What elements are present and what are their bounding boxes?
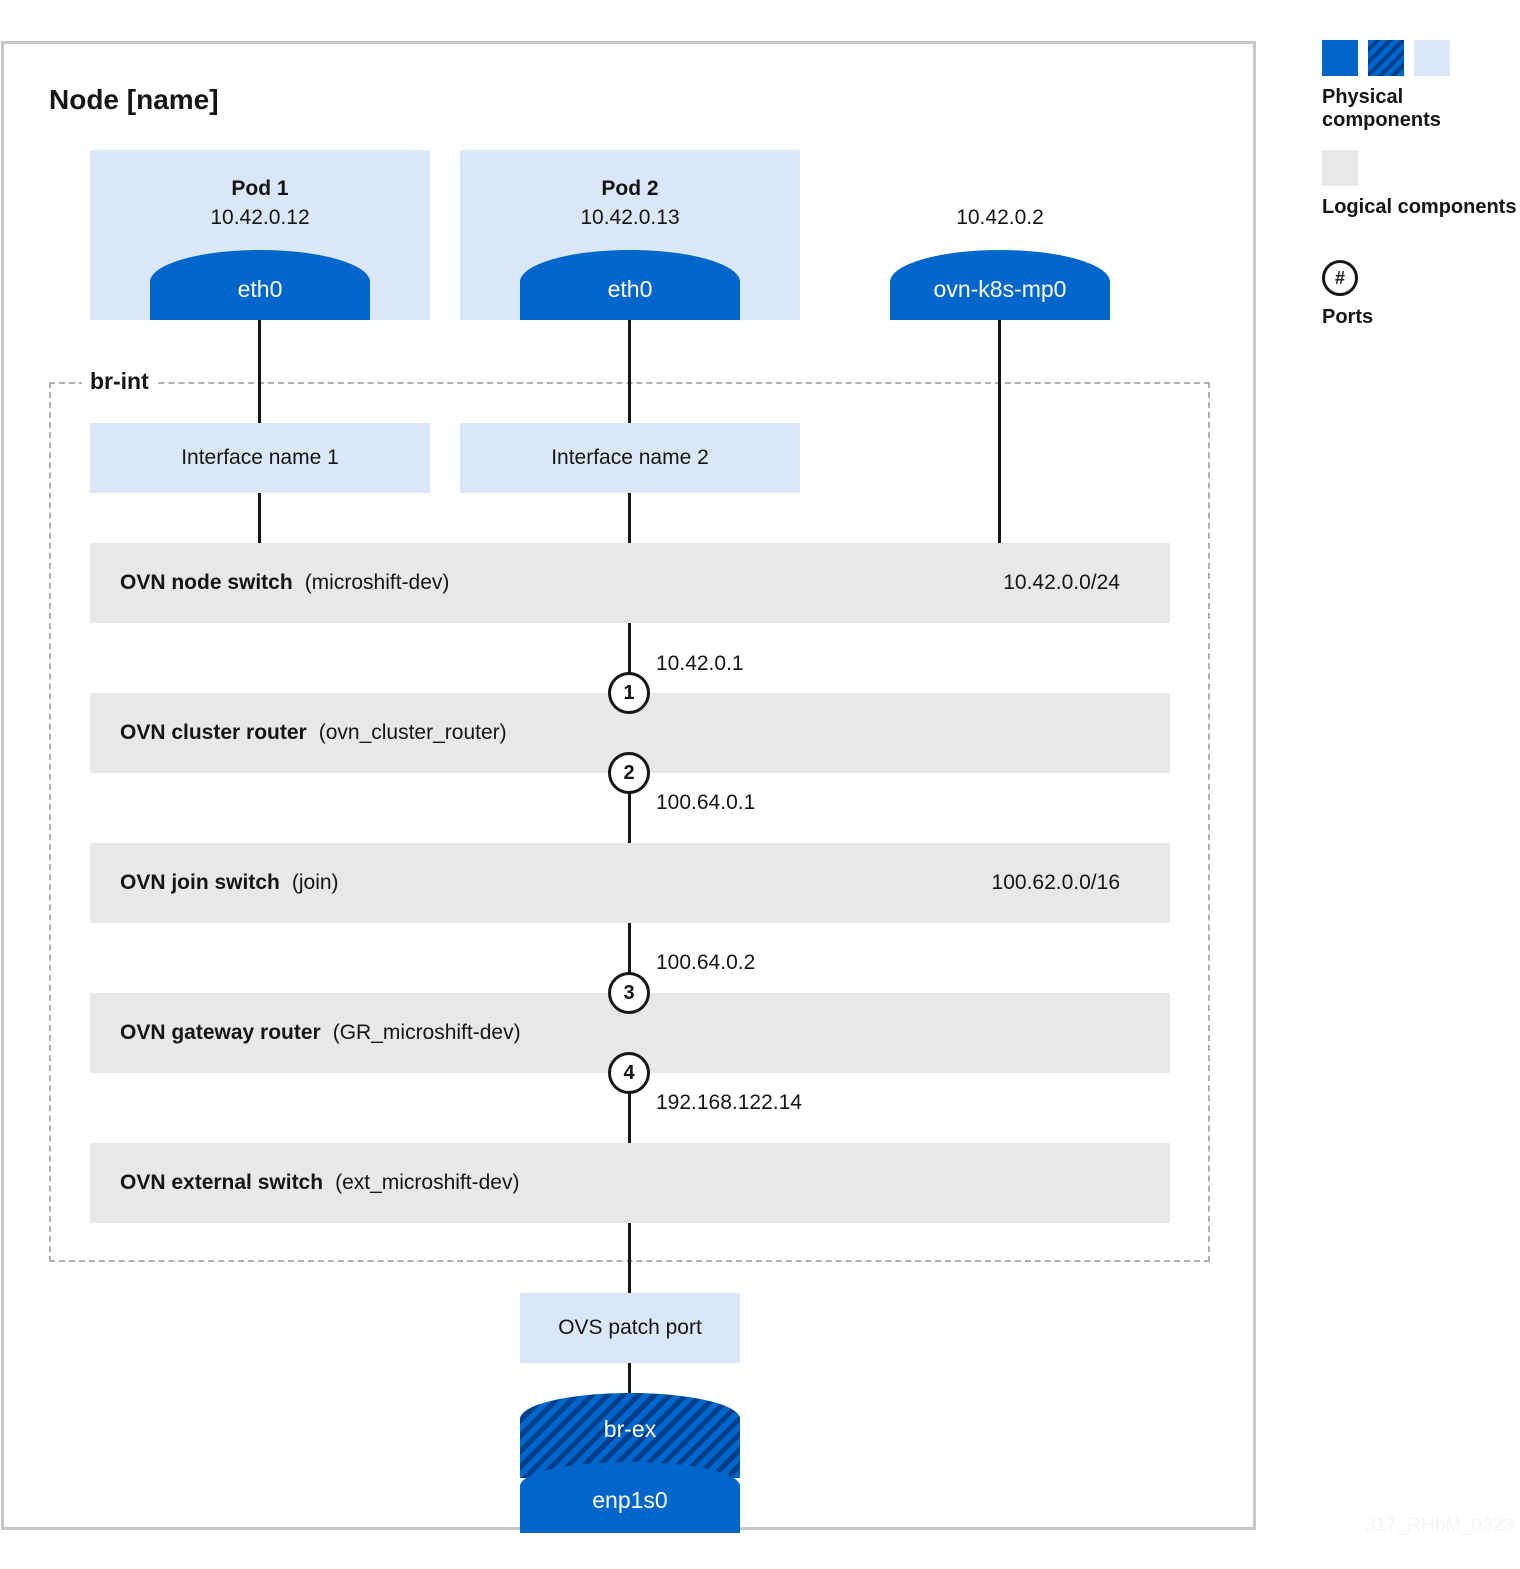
br-ex-label: br-ex	[603, 1416, 657, 1442]
port-1-ip: 10.42.0.1	[656, 652, 744, 675]
ovn-join-switch: OVN join switch (join) 100.62.0.0/16	[90, 843, 1170, 923]
mgmt-port-interface: ovn-k8s-mp0	[890, 250, 1110, 320]
gateway-router-id: (GR_microshift-dev)	[332, 1021, 521, 1044]
port-2-ip: 100.64.0.1	[656, 791, 756, 814]
legend-physical-light-swatch	[1414, 40, 1450, 76]
connector-pod2-iface2	[628, 320, 631, 423]
join-switch-cidr: 100.62.0.0/16	[991, 871, 1120, 894]
port-4: 4	[608, 1052, 650, 1094]
legend-logical-swatch	[1322, 150, 1358, 186]
br-int-label: br-int	[82, 368, 157, 395]
pod-1-ip: 10.42.0.12	[210, 206, 310, 229]
connector-switch-router	[628, 623, 631, 693]
join-switch-name: OVN join switch	[120, 871, 280, 894]
ovn-node-switch: OVN node switch (microshift-dev) 10.42.0…	[90, 543, 1170, 623]
connector-join-gateway	[628, 923, 631, 993]
connector-router-join	[628, 773, 631, 843]
legend-physical-label: Physical components	[1322, 86, 1441, 131]
interface-name-1: Interface name 1	[90, 423, 430, 493]
connector-pod1-iface1	[258, 320, 261, 423]
image-id-watermark: 317_RHbM_0323	[1365, 1515, 1514, 1536]
node-switch-cidr: 10.42.0.0/24	[1003, 571, 1120, 594]
external-switch-id: (ext_microshift-dev)	[335, 1171, 520, 1194]
port-3: 3	[608, 972, 650, 1014]
pod-1-title: Pod 1	[231, 177, 289, 200]
pod-2-eth0: eth0	[520, 250, 740, 320]
connector-iface2-switch	[628, 492, 631, 543]
pod-1-eth0: eth0	[150, 250, 370, 320]
ovn-external-switch: OVN external switch (ext_microshift-dev)	[90, 1143, 1170, 1223]
pod-2-title: Pod 2	[601, 177, 659, 200]
connector-external-patch	[628, 1223, 631, 1293]
interface-name-2: Interface name 2	[460, 423, 800, 493]
connector-iface1-switch	[258, 492, 261, 543]
legend-ports-label: Ports	[1322, 306, 1374, 328]
port-1: 1	[608, 672, 650, 714]
cluster-router-id: (ovn_cluster_router)	[318, 721, 507, 744]
connector-gateway-external	[628, 1073, 631, 1143]
connector-mgmt-switch	[998, 320, 1001, 543]
node-switch-id: (microshift-dev)	[304, 571, 450, 594]
port-4-ip: 192.168.122.14	[656, 1091, 802, 1114]
enp1s0-interface: enp1s0	[520, 1462, 740, 1533]
legend-port-icon: #	[1322, 260, 1358, 296]
join-switch-id: (join)	[291, 871, 339, 894]
node-title: Node [name]	[49, 84, 219, 115]
connector-patch-bridge	[628, 1363, 631, 1395]
legend-physical-hatched-swatch	[1368, 40, 1404, 76]
legend-physical-dark-swatch	[1322, 40, 1358, 76]
ovs-patch-port: OVS patch port	[520, 1293, 740, 1363]
legend-logical-label: Logical components	[1322, 196, 1517, 218]
gateway-router-name: OVN gateway router	[120, 1021, 321, 1044]
pod-2-ip: 10.42.0.13	[580, 206, 680, 229]
port-2: 2	[608, 752, 650, 794]
external-switch-name: OVN external switch	[120, 1171, 324, 1194]
cluster-router-name: OVN cluster router	[120, 721, 307, 744]
mgmt-port-ip: 10.42.0.2	[956, 206, 1044, 229]
node-switch-name: OVN node switch	[120, 571, 293, 594]
pod-2-box: Pod 2 10.42.0.13	[460, 150, 800, 320]
port-3-ip: 100.64.0.2	[656, 951, 756, 974]
